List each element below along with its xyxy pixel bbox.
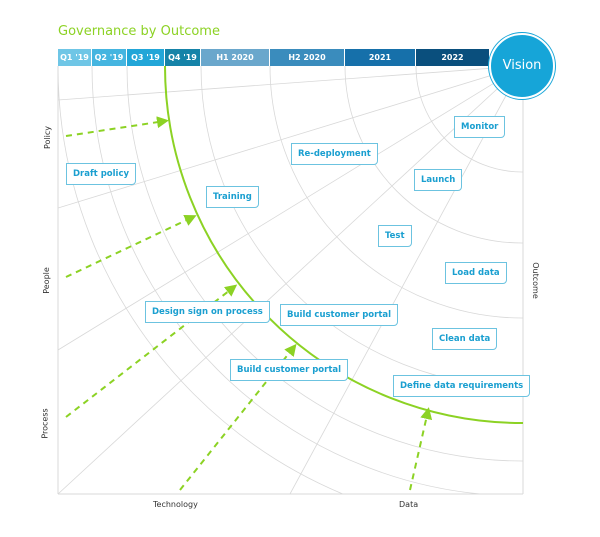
timeline-q3-19: Q3 '19 — [127, 49, 165, 66]
timeline-h1-2020: H1 2020 — [201, 49, 270, 66]
task-training: Training — [206, 186, 259, 208]
task-load-data: Load data — [445, 262, 507, 284]
axis-outcome: Outcome — [530, 262, 540, 299]
task-test: Test — [378, 225, 412, 247]
task-build-customer-portal-2: Build customer portal — [230, 359, 349, 381]
page-title: Governance by Outcome — [58, 24, 220, 39]
timeline-q2-19: Q2 '19 — [92, 49, 127, 66]
axis-process: Process — [40, 408, 50, 439]
task-design-sign-on: Design sign on process — [145, 301, 270, 323]
task-clean-data: Clean data — [432, 328, 498, 350]
task-define-data-requirements: Define data requirements — [393, 375, 531, 397]
axis-policy: Policy — [43, 125, 53, 150]
task-build-customer-portal-1: Build customer portal — [280, 304, 399, 326]
task-monitor: Monitor — [454, 116, 506, 138]
axis-data: Data — [399, 500, 419, 509]
timeline-q1-19: Q1 '19 — [58, 49, 92, 66]
timeline-h2-2020: H2 2020 — [270, 49, 345, 66]
axis-technology: Technology — [153, 500, 198, 509]
task-re-deployment: Re-deployment — [291, 143, 378, 165]
current-progress-arc — [164, 66, 523, 424]
task-draft-policy: Draft policy — [66, 163, 137, 185]
timeline-bar: Q1 '19 Q2 '19 Q3 '19 Q4 '19 H1 2020 H2 2… — [58, 49, 490, 66]
timeline-2021: 2021 — [345, 49, 416, 66]
task-launch: Launch — [414, 169, 463, 191]
timeline-q4-19: Q4 '19 — [165, 49, 201, 66]
vision-node: Vision — [489, 33, 555, 99]
axis-people: People — [41, 267, 51, 294]
